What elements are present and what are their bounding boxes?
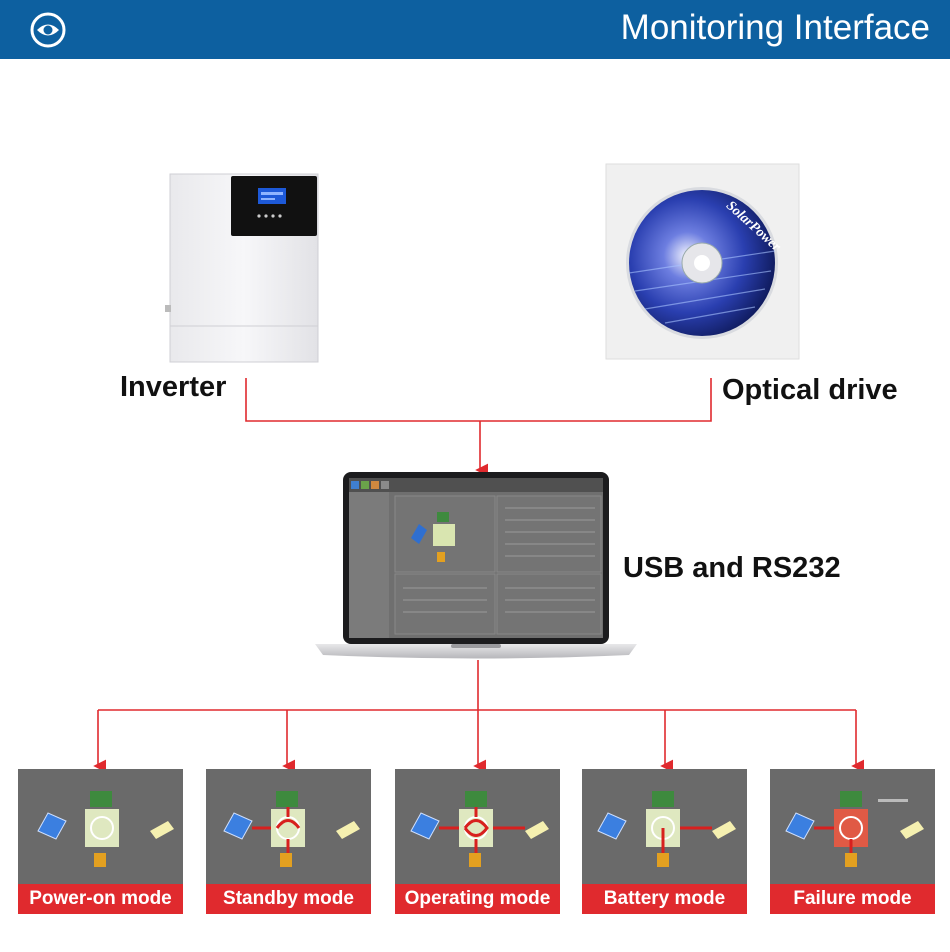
mode-thumb-operating: Operating mode	[395, 769, 560, 914]
mode-diagram	[410, 791, 549, 867]
optical-disc-image: SolarPower	[605, 163, 800, 360]
mode-diagram	[597, 791, 736, 867]
mode-label: Power-on mode	[18, 884, 183, 914]
mode-diagram	[223, 791, 360, 867]
mode-label: Operating mode	[395, 884, 560, 914]
mode-label: Standby mode	[206, 884, 371, 914]
header-bar: Monitoring Interface	[0, 0, 950, 59]
inverter-image	[165, 173, 319, 363]
eye-icon	[30, 12, 66, 48]
mode-thumb-failure: Failure mode	[770, 769, 935, 914]
inverter-label: Inverter	[120, 371, 227, 403]
mode-diagram	[785, 791, 924, 867]
page-title: Monitoring Interface	[620, 8, 930, 47]
mode-thumb-battery: Battery mode	[582, 769, 747, 914]
mode-diagram	[37, 791, 174, 867]
optical-drive-label: Optical drive	[722, 374, 898, 406]
usb-rs232-label: USB and RS232	[623, 552, 841, 584]
mode-label: Failure mode	[770, 884, 935, 914]
laptop-image	[315, 472, 637, 659]
mode-thumb-power-on: Power-on mode	[18, 769, 183, 914]
mode-thumb-standby: Standby mode	[206, 769, 371, 914]
mode-label: Battery mode	[582, 884, 747, 914]
